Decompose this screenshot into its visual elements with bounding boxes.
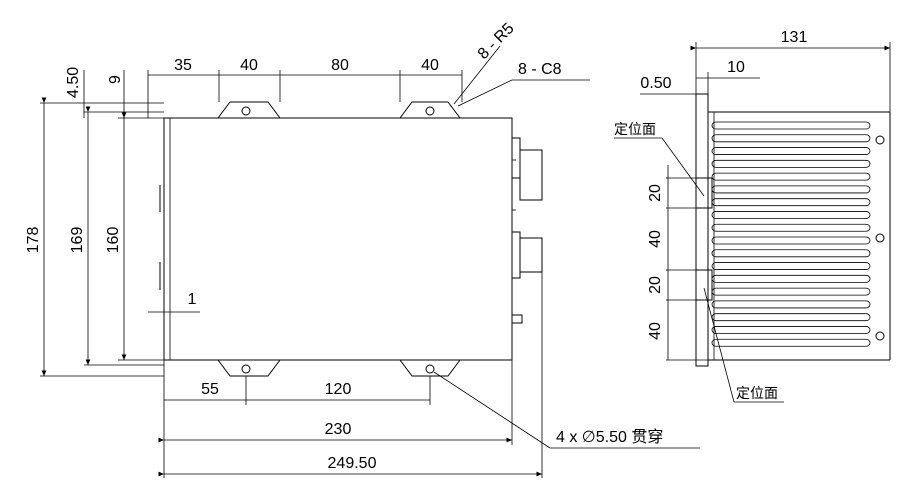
dim-55: 55 (201, 381, 219, 398)
base-plate (695, 93, 709, 367)
locator-block (695, 269, 713, 301)
ref-face-label-top: 定位面 (614, 122, 656, 138)
fin (711, 147, 871, 155)
fin (711, 159, 871, 168)
callout-chamfer: 8 - C8 (518, 61, 562, 78)
callout-holes: 4 x ∅5.50 贯穿 (556, 428, 663, 446)
screw-icon (875, 331, 885, 341)
dim-169: 169 (69, 227, 86, 254)
dim-top-80: 80 (331, 57, 349, 74)
dim-4-50: 4.50 (65, 67, 82, 98)
fin (711, 300, 871, 309)
fin (711, 223, 871, 232)
screw-icon (875, 233, 885, 243)
dim-20a: 20 (647, 184, 664, 202)
bottom-mounting-tabs (217, 359, 461, 377)
dim-10: 10 (727, 59, 745, 76)
fin (711, 211, 871, 219)
fin (711, 134, 871, 143)
side-view: 131 10 0.50 定位面 定位面 20 40 20 40 (614, 29, 891, 403)
dim-9: 9 (107, 75, 124, 84)
dim-230: 230 (325, 421, 352, 438)
dim-249-50: 249.50 (328, 455, 377, 472)
dim-top-35: 35 (174, 57, 192, 74)
callout-radius: 8 - R5 (475, 20, 518, 63)
dim-0-50: 0.50 (640, 75, 671, 92)
fin (711, 198, 871, 207)
side-connectors (511, 137, 543, 324)
dim-20b: 20 (647, 276, 664, 294)
top-mounting-tabs (217, 101, 461, 119)
fin (711, 121, 871, 130)
dim-40b: 40 (647, 322, 664, 340)
front-view: 35 40 80 40 4.50 9 178 169 160 1 55 120 (25, 20, 700, 478)
fin (711, 326, 871, 334)
heatsink-fins (711, 121, 871, 347)
fin (711, 274, 871, 283)
dim-top-40a: 40 (240, 57, 258, 74)
ref-face-label-bottom: 定位面 (736, 386, 778, 402)
fin (711, 287, 871, 296)
fin (711, 262, 871, 270)
fin (711, 172, 871, 181)
dim-top-40b: 40 (421, 57, 439, 74)
fin (711, 236, 871, 245)
dim-131: 131 (781, 29, 808, 46)
dim-1: 1 (188, 291, 197, 308)
screw-icon (875, 135, 885, 145)
dim-160: 160 (105, 227, 122, 254)
fin (711, 249, 871, 258)
fin (711, 185, 871, 194)
dim-178: 178 (25, 227, 42, 254)
dim-120: 120 (325, 381, 352, 398)
housing-outline (163, 117, 513, 361)
dim-40a: 40 (647, 230, 664, 248)
fin (711, 338, 871, 347)
fin (711, 313, 871, 322)
locator-block (695, 177, 713, 209)
